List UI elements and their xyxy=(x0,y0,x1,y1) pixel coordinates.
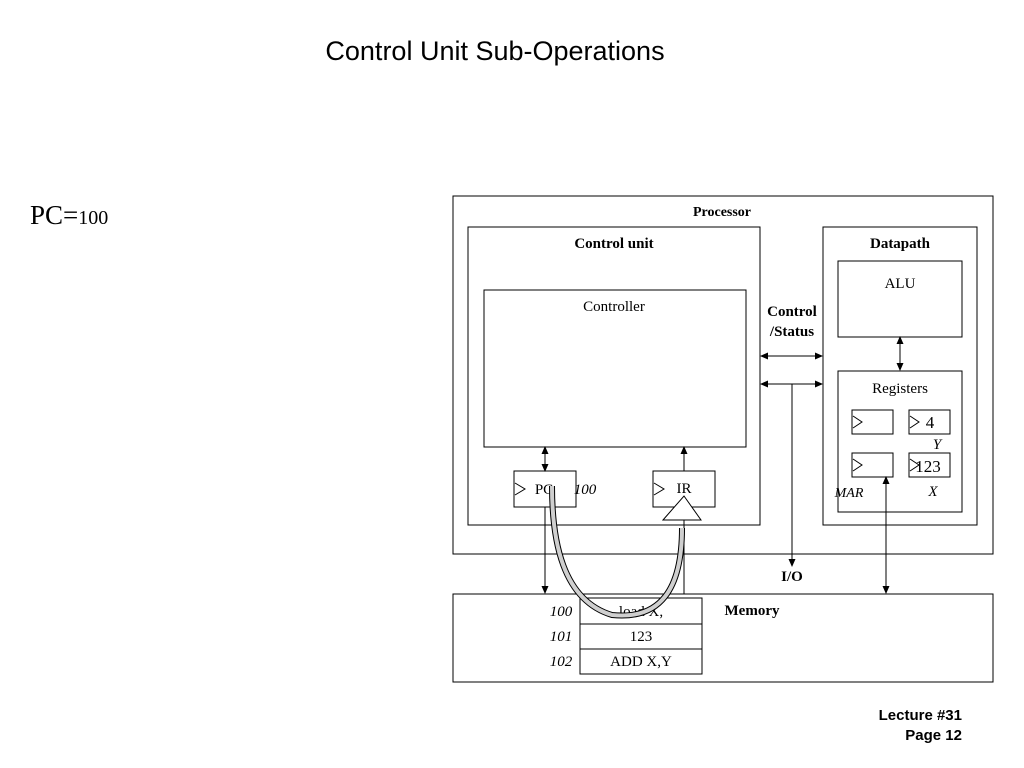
slide-footer: Lecture #31 Page 12 xyxy=(879,706,962,746)
lecture-number: Lecture #31 xyxy=(878,707,962,724)
io-label: I/O xyxy=(781,569,803,585)
processor-box xyxy=(452,195,994,555)
control-status-label-line1: Control xyxy=(767,304,817,320)
register-mar xyxy=(851,452,894,478)
register-clock-icon xyxy=(909,415,920,429)
register-y xyxy=(908,409,951,435)
controller-label: Controller xyxy=(583,299,645,315)
register-clock-icon xyxy=(852,458,863,472)
datapath-label: Datapath xyxy=(870,236,931,252)
datapath-box xyxy=(822,226,978,526)
processor-label: Processor xyxy=(693,205,751,220)
alu-label: ALU xyxy=(885,276,916,292)
memory-content: 123 xyxy=(630,629,653,645)
memory-label: Memory xyxy=(725,603,780,619)
pc-note: PC=100 xyxy=(30,200,108,231)
register-x xyxy=(908,452,951,478)
registers-box xyxy=(837,370,963,513)
memory-address: 100 xyxy=(550,604,573,620)
memory-address: 101 xyxy=(550,629,573,645)
pc-note-value: 100 xyxy=(78,207,109,229)
slide-title: Control Unit Sub-Operations xyxy=(325,36,665,66)
fetch-transfer-arrow-fill xyxy=(550,485,684,618)
register-x-value: 123 xyxy=(915,457,941,476)
pc-value: 100 xyxy=(574,482,597,498)
register-clock-icon xyxy=(852,415,863,429)
register-y-value: 4 xyxy=(926,413,935,432)
ir-label: IR xyxy=(677,481,692,497)
pc-label: PC xyxy=(535,482,553,498)
register-clock-icon xyxy=(909,458,920,472)
ir-clock-icon xyxy=(653,482,665,496)
register-mar-label: MAR xyxy=(834,486,864,501)
register-y-label: Y xyxy=(933,437,943,453)
page-number: Page 12 xyxy=(905,727,962,744)
control-status-label-line2: /Status xyxy=(769,324,814,340)
control-unit-box xyxy=(467,226,761,526)
memory-content: ADD X,Y xyxy=(610,654,672,670)
memory-box xyxy=(452,593,994,683)
controller-box xyxy=(483,289,747,448)
memory-address: 102 xyxy=(550,654,573,670)
register-top-left xyxy=(851,409,894,435)
alu-box xyxy=(837,260,963,338)
registers-label: Registers xyxy=(872,381,928,397)
pc-clock-icon xyxy=(514,482,526,496)
fetch-transfer-arrow-outline xyxy=(549,485,685,619)
fetch-transfer-arrowhead xyxy=(661,495,702,521)
pc-note-label: PC= xyxy=(30,200,79,230)
register-x-label: X xyxy=(927,484,938,500)
memory-cell xyxy=(579,648,703,675)
control-unit-label: Control unit xyxy=(574,236,653,252)
